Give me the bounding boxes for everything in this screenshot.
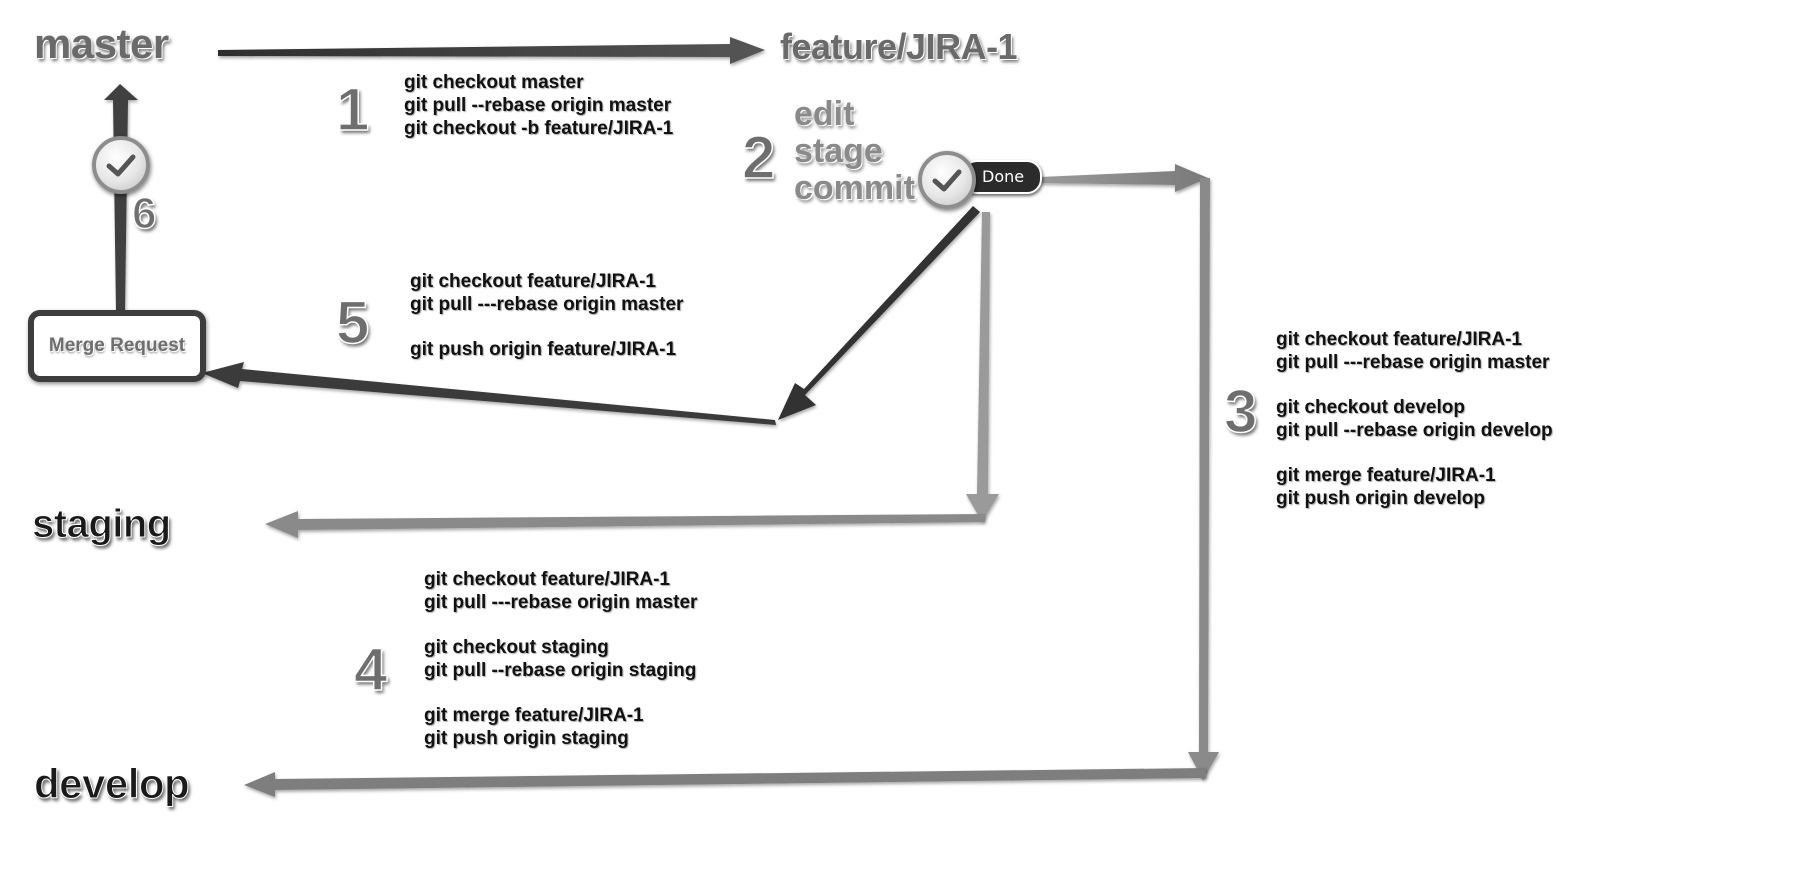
action-edit: edit [794,95,855,133]
command-line: git push origin develop [1276,488,1485,509]
command-line: git push origin feature/JIRA-1 [410,339,677,360]
command-line: git pull --rebase origin staging [424,660,697,681]
arrow-right-vertical-down [1188,178,1219,780]
command-line: git pull --rebase origin master [404,95,672,116]
command-line: git pull ---rebase origin master [410,294,684,315]
command-line: git merge feature/JIRA-1 [1276,465,1496,486]
arrow-commit-diagonal [778,206,980,420]
arrow-merge-to-master [104,84,138,310]
branch-label-develop: develop [33,760,190,808]
arrow-to-merge-request [202,362,776,425]
branch-label-staging: staging [32,502,172,547]
step-5-commands: git checkout feature/JIRA-1 git pull ---… [410,270,683,361]
step-number-1: 1 [335,76,370,143]
command-line: git pull --rebase origin develop [1276,420,1553,441]
command-line: git checkout feature/JIRA-1 [1276,329,1522,350]
check-circle-icon [918,151,976,209]
arrow-master-to-feature [218,37,765,64]
command-line: git checkout master [404,72,584,93]
command-line: git checkout staging [424,637,609,658]
branch-label-feature: feature/JIRA-1 [780,26,1018,67]
command-line: git merge feature/JIRA-1 [424,705,644,726]
command-line: git checkout feature/JIRA-1 [424,569,670,590]
action-stage: stage [794,132,883,170]
command-line: git pull ---rebase origin master [1276,352,1550,373]
command-line: git checkout -b feature/JIRA-1 [404,118,674,139]
step-number-2: 2 [741,124,776,191]
step-4-commands: git checkout feature/JIRA-1 git pull ---… [424,568,697,750]
arrow-done-to-right [1040,164,1208,192]
step-number-6: 6 [131,189,157,238]
step-number-5: 5 [335,289,370,356]
step-2-actions: edit stage commit [794,96,915,207]
merge-request-label: Merge Request [48,335,186,356]
arrow-to-staging [265,511,985,538]
command-line: git checkout develop [1276,397,1465,418]
step-1-commands: git checkout master git pull --rebase or… [404,71,673,140]
merge-request-box: Merge Request [28,310,206,382]
command-line: git push origin staging [424,728,629,749]
step-number-3: 3 [1223,378,1258,445]
step-number-4: 4 [353,636,388,703]
arrow-to-develop [244,768,1206,797]
step-3-commands: git checkout feature/JIRA-1 git pull ---… [1276,328,1553,510]
command-line: git checkout feature/JIRA-1 [410,271,656,292]
arrow-commit-vertical-down [966,212,999,522]
action-commit: commit [794,169,915,207]
command-line: git pull ---rebase origin master [424,592,698,613]
branch-label-master: master [34,20,169,67]
check-circle-icon [92,136,150,194]
